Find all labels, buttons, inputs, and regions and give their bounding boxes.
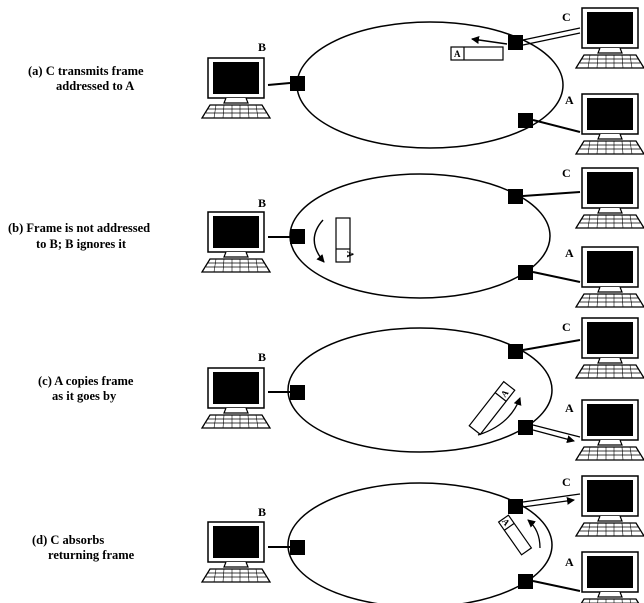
frame-label: A <box>345 251 355 258</box>
panel-b-caption-line1: (b) Frame is not addressed <box>8 221 150 235</box>
ring-tap-icon <box>518 265 533 280</box>
frame-label: A <box>500 517 512 528</box>
station-b-label: B <box>258 350 266 364</box>
arrow-icon <box>471 36 508 45</box>
panel-d-caption-line2: returning frame <box>48 548 135 562</box>
computer-icon <box>575 93 644 155</box>
ring <box>287 327 553 453</box>
frame: A <box>468 380 516 436</box>
ring-tap-icon <box>508 35 523 50</box>
ring-tap-icon <box>290 229 305 244</box>
panel-d: (d) C absorbs returning frame B C A A <box>32 475 644 603</box>
station-a-label: A <box>565 246 574 260</box>
station-c-label: C <box>562 475 571 489</box>
computer-icon <box>201 367 271 429</box>
station-b-label: B <box>258 505 266 519</box>
computer-icon <box>575 7 644 69</box>
panel-b-caption-line2: to B; B ignores it <box>36 237 127 251</box>
computer-icon <box>575 475 644 537</box>
ring <box>287 482 553 603</box>
station-c-label: C <box>562 166 571 180</box>
computer-icon <box>201 57 271 119</box>
computer-icon <box>575 167 644 229</box>
ring-tap-icon <box>508 344 523 359</box>
ring-tap-icon <box>290 76 305 91</box>
ring-tap-icon <box>508 189 523 204</box>
frame-label: A <box>454 49 461 59</box>
ring <box>296 21 564 149</box>
computer-icon <box>575 317 644 379</box>
station-c-label: C <box>562 10 571 24</box>
arrow-icon <box>522 496 575 508</box>
station-a-label: A <box>565 555 574 569</box>
panel-a-caption-line2: addressed to A <box>56 79 134 93</box>
arrow-icon <box>532 429 575 444</box>
ring-tap-icon <box>290 385 305 400</box>
computer-icon <box>575 399 644 461</box>
panel-c: (c) A copies frame as it goes by B C A A <box>38 317 644 461</box>
computer-icon <box>575 246 644 308</box>
arrow-icon <box>527 519 541 549</box>
panel-a: (a) C transmits frame addressed to A B C… <box>28 7 644 155</box>
ring-tap-icon <box>518 420 533 435</box>
station-c-label: C <box>562 320 571 334</box>
arrow-icon <box>477 397 522 436</box>
computer-icon <box>575 551 644 603</box>
station-b-label: B <box>258 196 266 210</box>
ring-tap-icon <box>508 499 523 514</box>
ring-tap-icon <box>518 574 533 589</box>
station-b-label: B <box>258 40 266 54</box>
frame: A <box>450 46 504 61</box>
arrow-icon <box>313 219 325 263</box>
panel-d-caption-line1: (d) C absorbs <box>32 533 104 547</box>
panel-c-caption-line2: as it goes by <box>52 389 117 403</box>
panel-c-caption-line1: (c) A copies frame <box>38 374 134 388</box>
panel-a-caption-line1: (a) C transmits frame <box>28 64 144 78</box>
computer-icon <box>201 521 271 583</box>
ring-tap-icon <box>518 113 533 128</box>
station-a-label: A <box>565 401 574 415</box>
panel-b: (b) Frame is not addressed to B; B ignor… <box>8 166 644 308</box>
ring-tap-icon <box>290 540 305 555</box>
frame-label: A <box>499 387 511 399</box>
station-a-label: A <box>565 93 574 107</box>
computer-icon <box>201 211 271 273</box>
frame: A <box>335 217 355 263</box>
tap-cable <box>267 82 291 86</box>
frame: A <box>497 514 533 556</box>
